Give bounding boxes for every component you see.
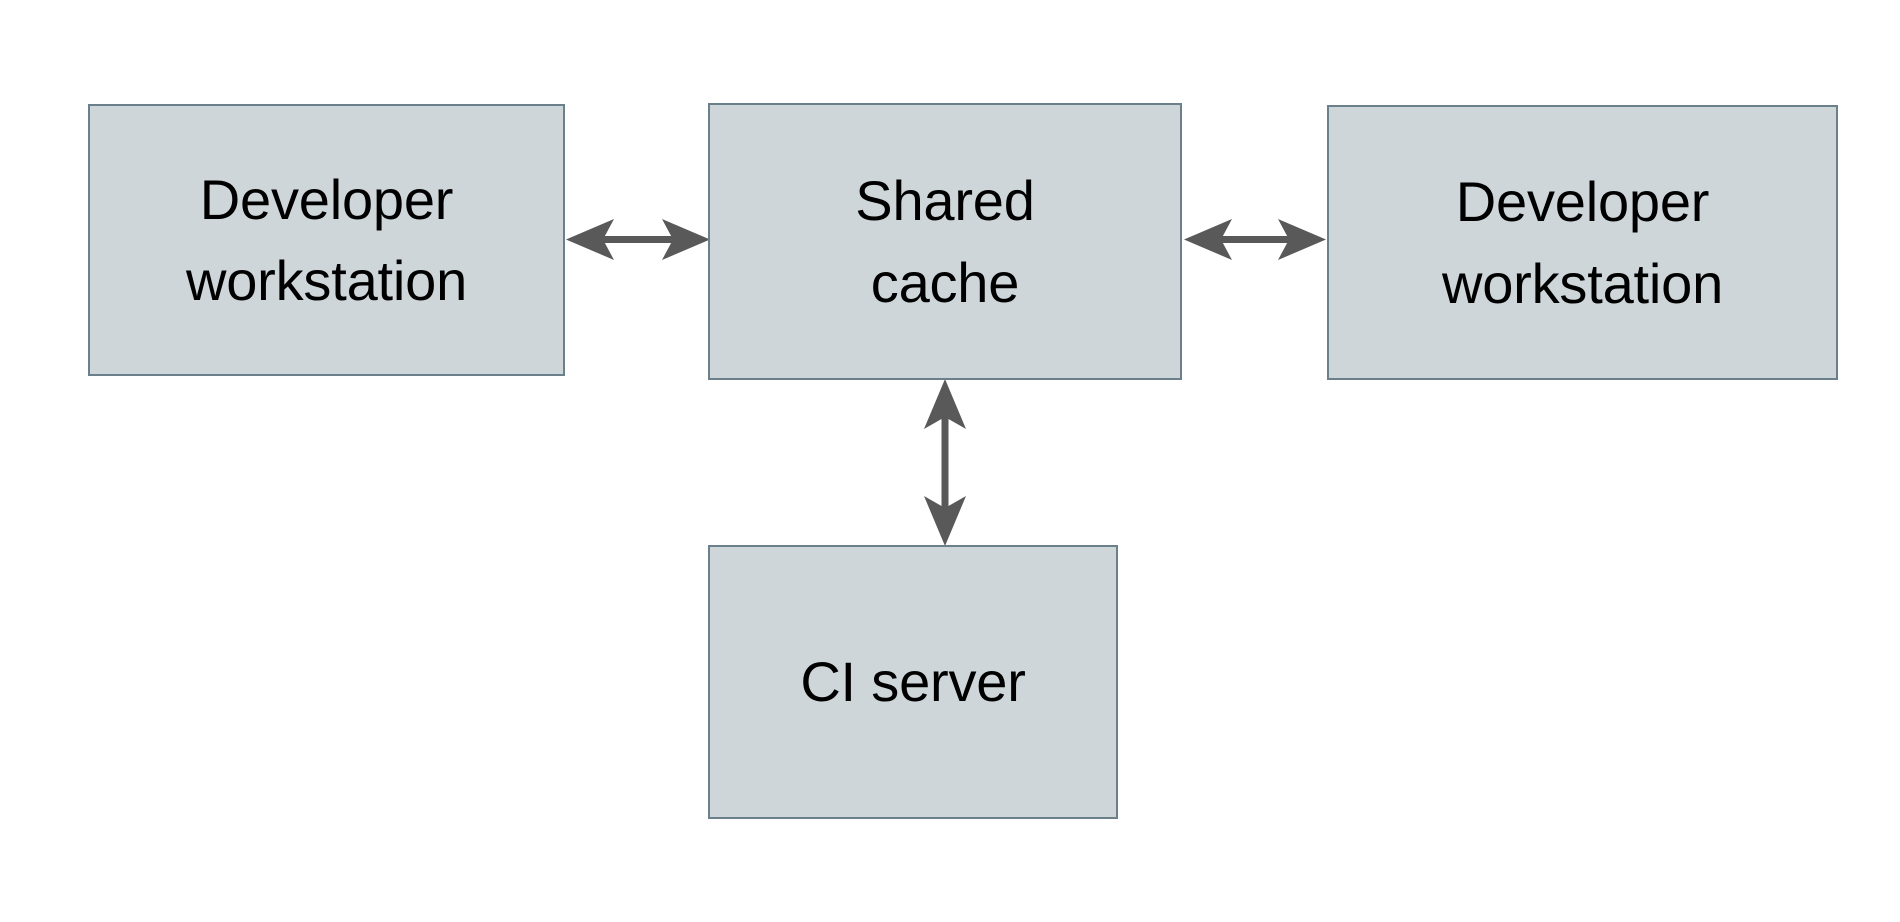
- node-label: Developer workstation: [185, 167, 468, 312]
- node-label: CI server: [800, 650, 1026, 714]
- edge-shared-ci-arrow: [924, 379, 966, 546]
- edge-devleft-shared-arrow: [566, 219, 710, 260]
- node-developer-workstation-left[interactable]: Developer workstation: [88, 104, 565, 376]
- node-shared-cache[interactable]: Shared cache: [708, 103, 1182, 380]
- edge-shared-devright-arrow: [1184, 219, 1326, 260]
- node-label: Shared cache: [855, 169, 1035, 314]
- node-label: Developer workstation: [1441, 170, 1724, 315]
- node-ci-server[interactable]: CI server: [708, 545, 1118, 819]
- node-developer-workstation-right[interactable]: Developer workstation: [1327, 105, 1838, 380]
